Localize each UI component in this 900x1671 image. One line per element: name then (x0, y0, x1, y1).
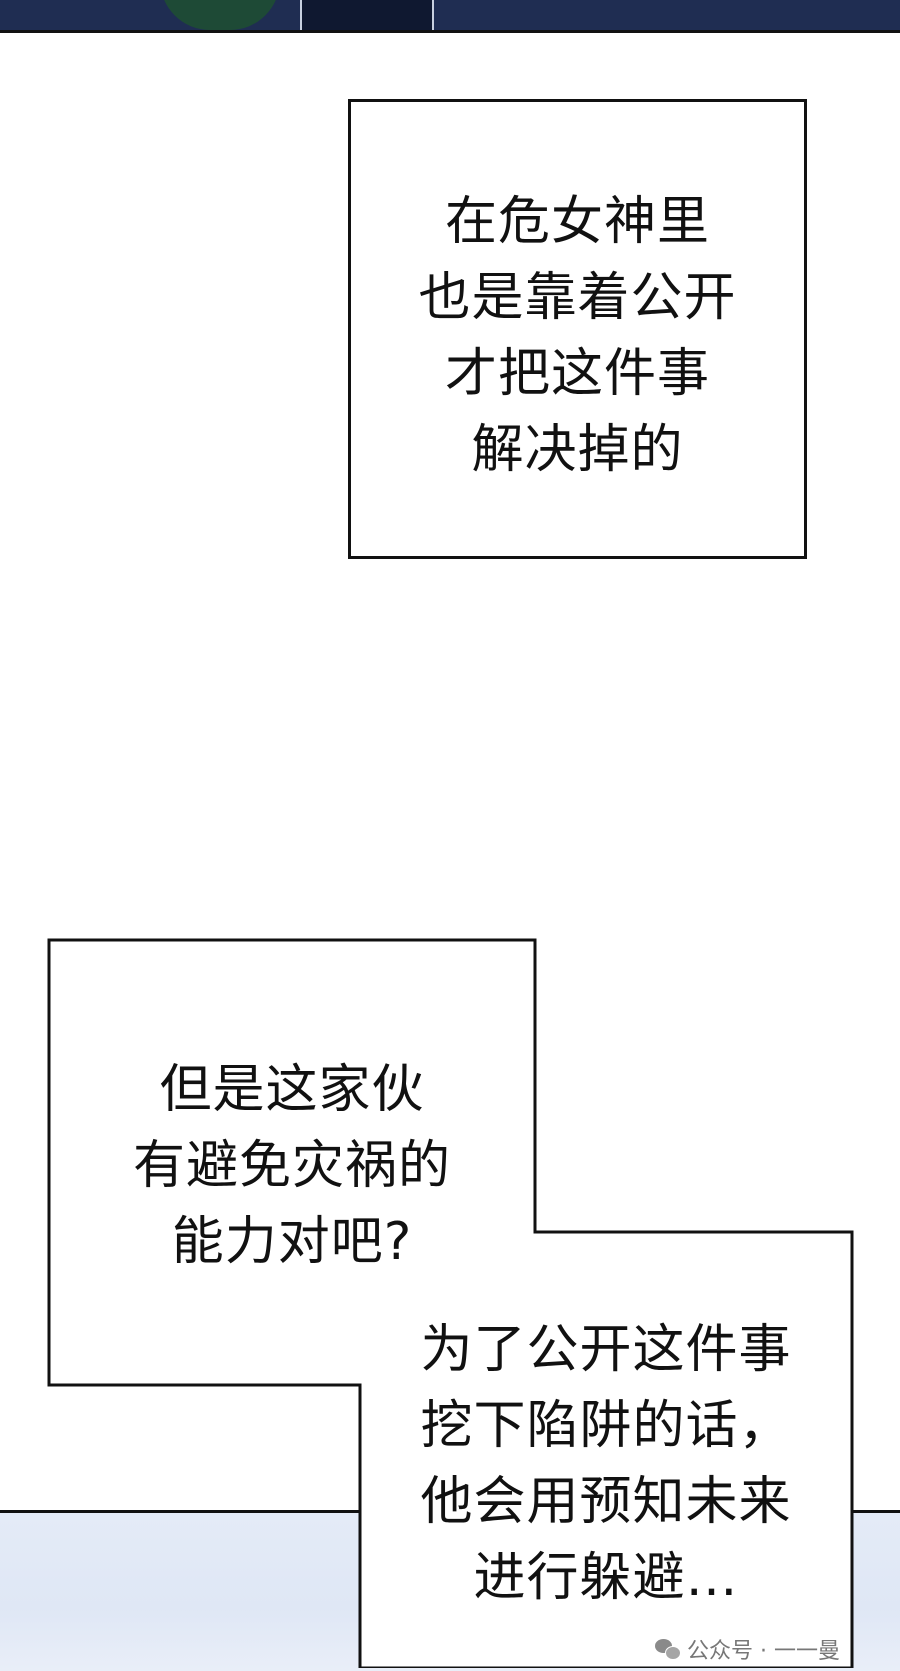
narration-bottom-line-2: 挖下陷阱的话， (420, 1396, 792, 1456)
narration-mid-line-3: 能力对吧? (171, 1212, 413, 1272)
narration-line-1: 在危女神里 (444, 192, 710, 252)
narration-line-2: 也是靠着公开 (418, 268, 737, 328)
narration-bottom-line-3: 他会用预知未来 (420, 1472, 792, 1532)
narration-box-top: 在危女神里 也是靠着公开 才把这件事 解决掉的 (348, 99, 807, 559)
watermark-text: 公众号 · 一一曼 (687, 1639, 840, 1664)
narration-line-4: 解决掉的 (471, 420, 684, 480)
narration-line-3: 才把这件事 (444, 344, 710, 404)
narration-bottom-line-1: 为了公开这件事 (420, 1320, 792, 1380)
narration-mid-line-1: 但是这家伙 (159, 1060, 425, 1120)
wechat-icon (655, 1639, 681, 1660)
narration-mid-line-2: 有避免灾祸的 (132, 1136, 451, 1196)
top-comic-panel (0, 0, 900, 33)
narration-bottom-line-4: 进行躲避… (473, 1548, 739, 1608)
character-clothing (300, 0, 434, 30)
wechat-watermark: 公众号 · 一一曼 (655, 1633, 840, 1665)
